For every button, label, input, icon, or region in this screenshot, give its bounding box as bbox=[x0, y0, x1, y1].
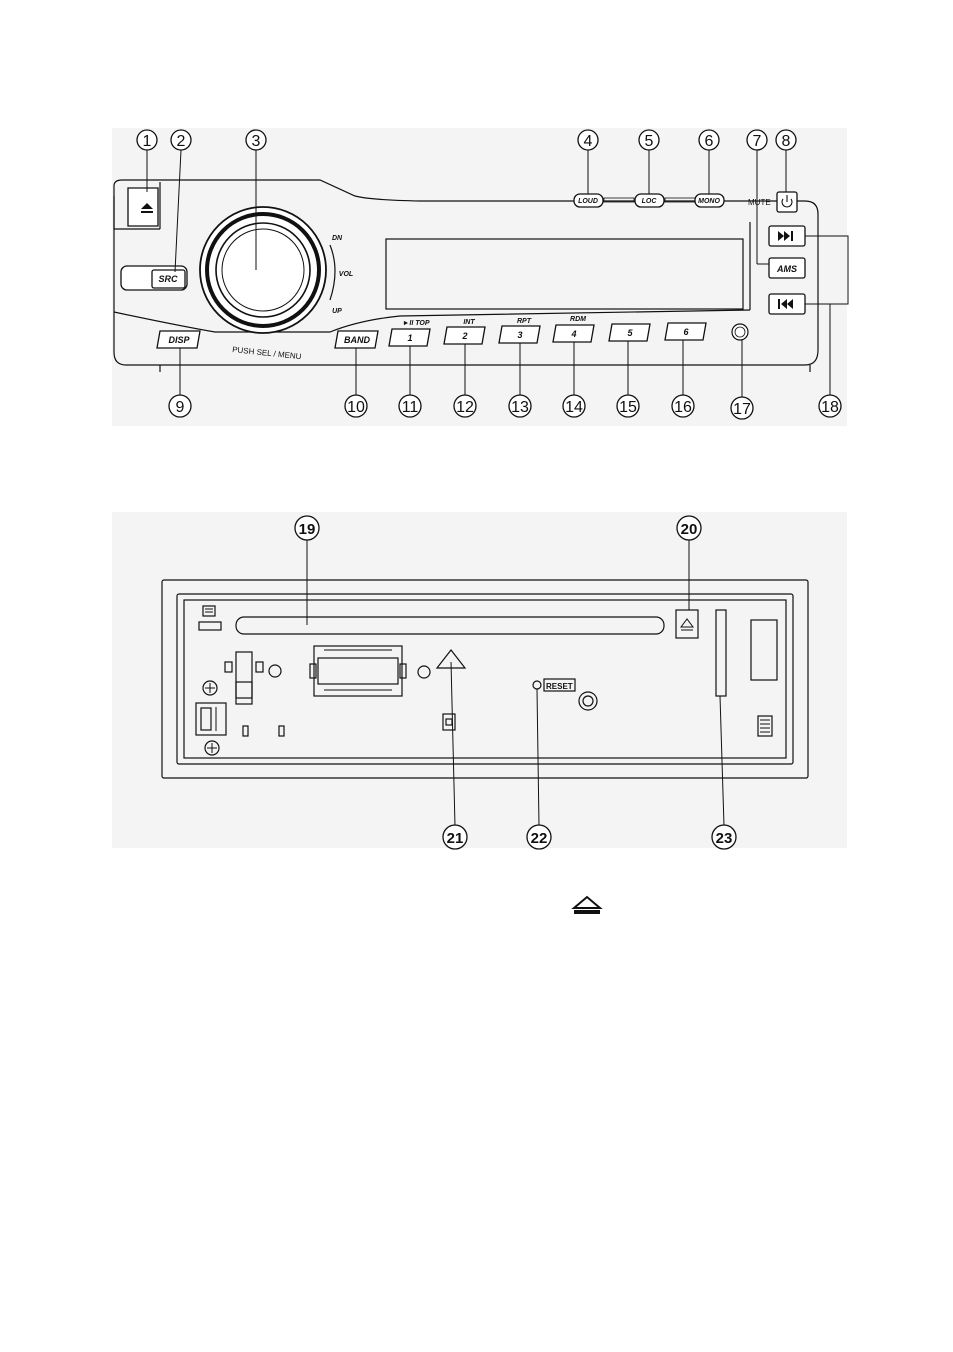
next-track-button[interactable] bbox=[769, 226, 805, 246]
eject-button[interactable] bbox=[128, 188, 158, 226]
callout-4: 4 bbox=[578, 130, 598, 150]
band-button[interactable]: BAND bbox=[335, 331, 378, 348]
svg-text:17: 17 bbox=[733, 401, 751, 418]
callout-9: 9 bbox=[169, 395, 191, 417]
svg-text:13: 13 bbox=[511, 399, 529, 416]
svg-text:18: 18 bbox=[821, 399, 839, 416]
svg-text:6: 6 bbox=[705, 133, 714, 150]
mono-button[interactable]: MONO bbox=[695, 194, 724, 207]
preset-button-6[interactable]: 6 bbox=[665, 323, 706, 340]
disc-slot bbox=[236, 617, 664, 634]
svg-text:15: 15 bbox=[619, 399, 637, 416]
preset-1-label: 1 bbox=[407, 333, 412, 343]
mute-label: MUTE bbox=[748, 198, 771, 207]
ams-label: AMS bbox=[776, 264, 797, 274]
previous-track-button[interactable] bbox=[769, 294, 805, 314]
loc-label: LOC bbox=[642, 198, 658, 205]
reset-button[interactable] bbox=[533, 681, 541, 689]
ams-button[interactable]: AMS bbox=[769, 258, 805, 278]
preset-button-2[interactable]: 2 bbox=[444, 327, 485, 344]
callout-7: 7 bbox=[747, 130, 767, 150]
rear-chassis: RESET bbox=[162, 580, 808, 778]
callout-3: 3 bbox=[246, 130, 266, 150]
callout-11: 11 bbox=[399, 395, 421, 417]
callout-5: 5 bbox=[639, 130, 659, 150]
callout-8: 8 bbox=[776, 130, 796, 150]
preset-3-label: 3 bbox=[517, 330, 522, 340]
callout-15: 15 bbox=[617, 395, 639, 417]
disp-label: DISP bbox=[168, 335, 190, 345]
up-label: UP bbox=[332, 308, 342, 315]
svg-text:20: 20 bbox=[681, 521, 698, 538]
loud-button[interactable]: LOUD bbox=[574, 194, 603, 207]
dn-label: DN bbox=[332, 235, 343, 242]
callout-16: 16 bbox=[672, 395, 694, 417]
svg-text:7: 7 bbox=[753, 133, 762, 150]
callout-20: 20 bbox=[677, 516, 701, 540]
front-panel: SRC DN VOL UP PUSH SEL / MENU LOUD LOC bbox=[114, 180, 818, 372]
svg-text:8: 8 bbox=[782, 133, 791, 150]
eject-icon bbox=[574, 897, 600, 914]
callout-6: 6 bbox=[699, 130, 719, 150]
callout-10: 10 bbox=[345, 395, 367, 417]
preset-button-3[interactable]: 3 bbox=[499, 326, 540, 343]
power-button[interactable] bbox=[777, 192, 797, 212]
card-slot bbox=[716, 610, 726, 696]
loc-button[interactable]: LOC bbox=[635, 194, 664, 207]
callout-13: 13 bbox=[509, 395, 531, 417]
svg-text:11: 11 bbox=[402, 399, 419, 416]
svg-text:10: 10 bbox=[347, 399, 365, 416]
mono-label: MONO bbox=[698, 198, 720, 205]
vol-label: VOL bbox=[339, 271, 353, 278]
loud-label: LOUD bbox=[578, 198, 598, 205]
reset-label: RESET bbox=[546, 682, 573, 691]
rear-eject-icon bbox=[681, 619, 693, 630]
callout-23: 23 bbox=[712, 825, 736, 849]
callout-22: 22 bbox=[527, 825, 551, 849]
preset-button-4[interactable]: 4 bbox=[553, 325, 594, 342]
preset-4-label: 4 bbox=[570, 329, 576, 339]
svg-text:5: 5 bbox=[645, 133, 654, 150]
aux-input-jack bbox=[732, 324, 748, 340]
int-label: INT bbox=[463, 319, 475, 326]
callout-14: 14 bbox=[563, 395, 585, 417]
callout-19: 19 bbox=[295, 516, 319, 540]
svg-text:9: 9 bbox=[176, 399, 185, 416]
rear-chassis-leaders bbox=[307, 540, 724, 826]
rdm-label: RDM bbox=[570, 316, 586, 323]
callout-17: 17 bbox=[731, 397, 753, 419]
svg-text:12: 12 bbox=[456, 399, 474, 416]
svg-text:16: 16 bbox=[674, 399, 692, 416]
svg-text:14: 14 bbox=[565, 399, 583, 416]
preset-2-label: 2 bbox=[461, 331, 467, 341]
callout-12: 12 bbox=[454, 395, 476, 417]
callout-1: 1 bbox=[137, 130, 157, 150]
callout-21: 21 bbox=[443, 825, 467, 849]
preset-button-5[interactable]: 5 bbox=[609, 324, 650, 341]
src-label: SRC bbox=[158, 274, 178, 284]
svg-text:4: 4 bbox=[584, 133, 593, 150]
volume-knob[interactable]: DN VOL UP bbox=[200, 207, 353, 333]
display-window bbox=[386, 239, 743, 309]
preset-button-1[interactable]: 1 bbox=[389, 329, 430, 346]
svg-text:21: 21 bbox=[447, 830, 464, 847]
play-pause-top-label: ►II TOP bbox=[402, 320, 429, 327]
svg-text:1: 1 bbox=[143, 133, 152, 150]
svg-text:2: 2 bbox=[177, 133, 186, 150]
svg-text:22: 22 bbox=[531, 830, 548, 847]
band-label: BAND bbox=[344, 335, 370, 345]
src-button[interactable]: SRC bbox=[121, 266, 187, 290]
svg-text:3: 3 bbox=[252, 133, 261, 150]
callout-18: 18 bbox=[819, 395, 841, 417]
svg-text:19: 19 bbox=[299, 521, 316, 538]
svg-text:23: 23 bbox=[716, 830, 733, 847]
push-sel-menu-label: PUSH SEL / MENU bbox=[232, 345, 302, 361]
disp-button[interactable]: DISP bbox=[157, 331, 200, 348]
rpt-label: RPT bbox=[517, 318, 532, 325]
callout-2: 2 bbox=[171, 130, 191, 150]
